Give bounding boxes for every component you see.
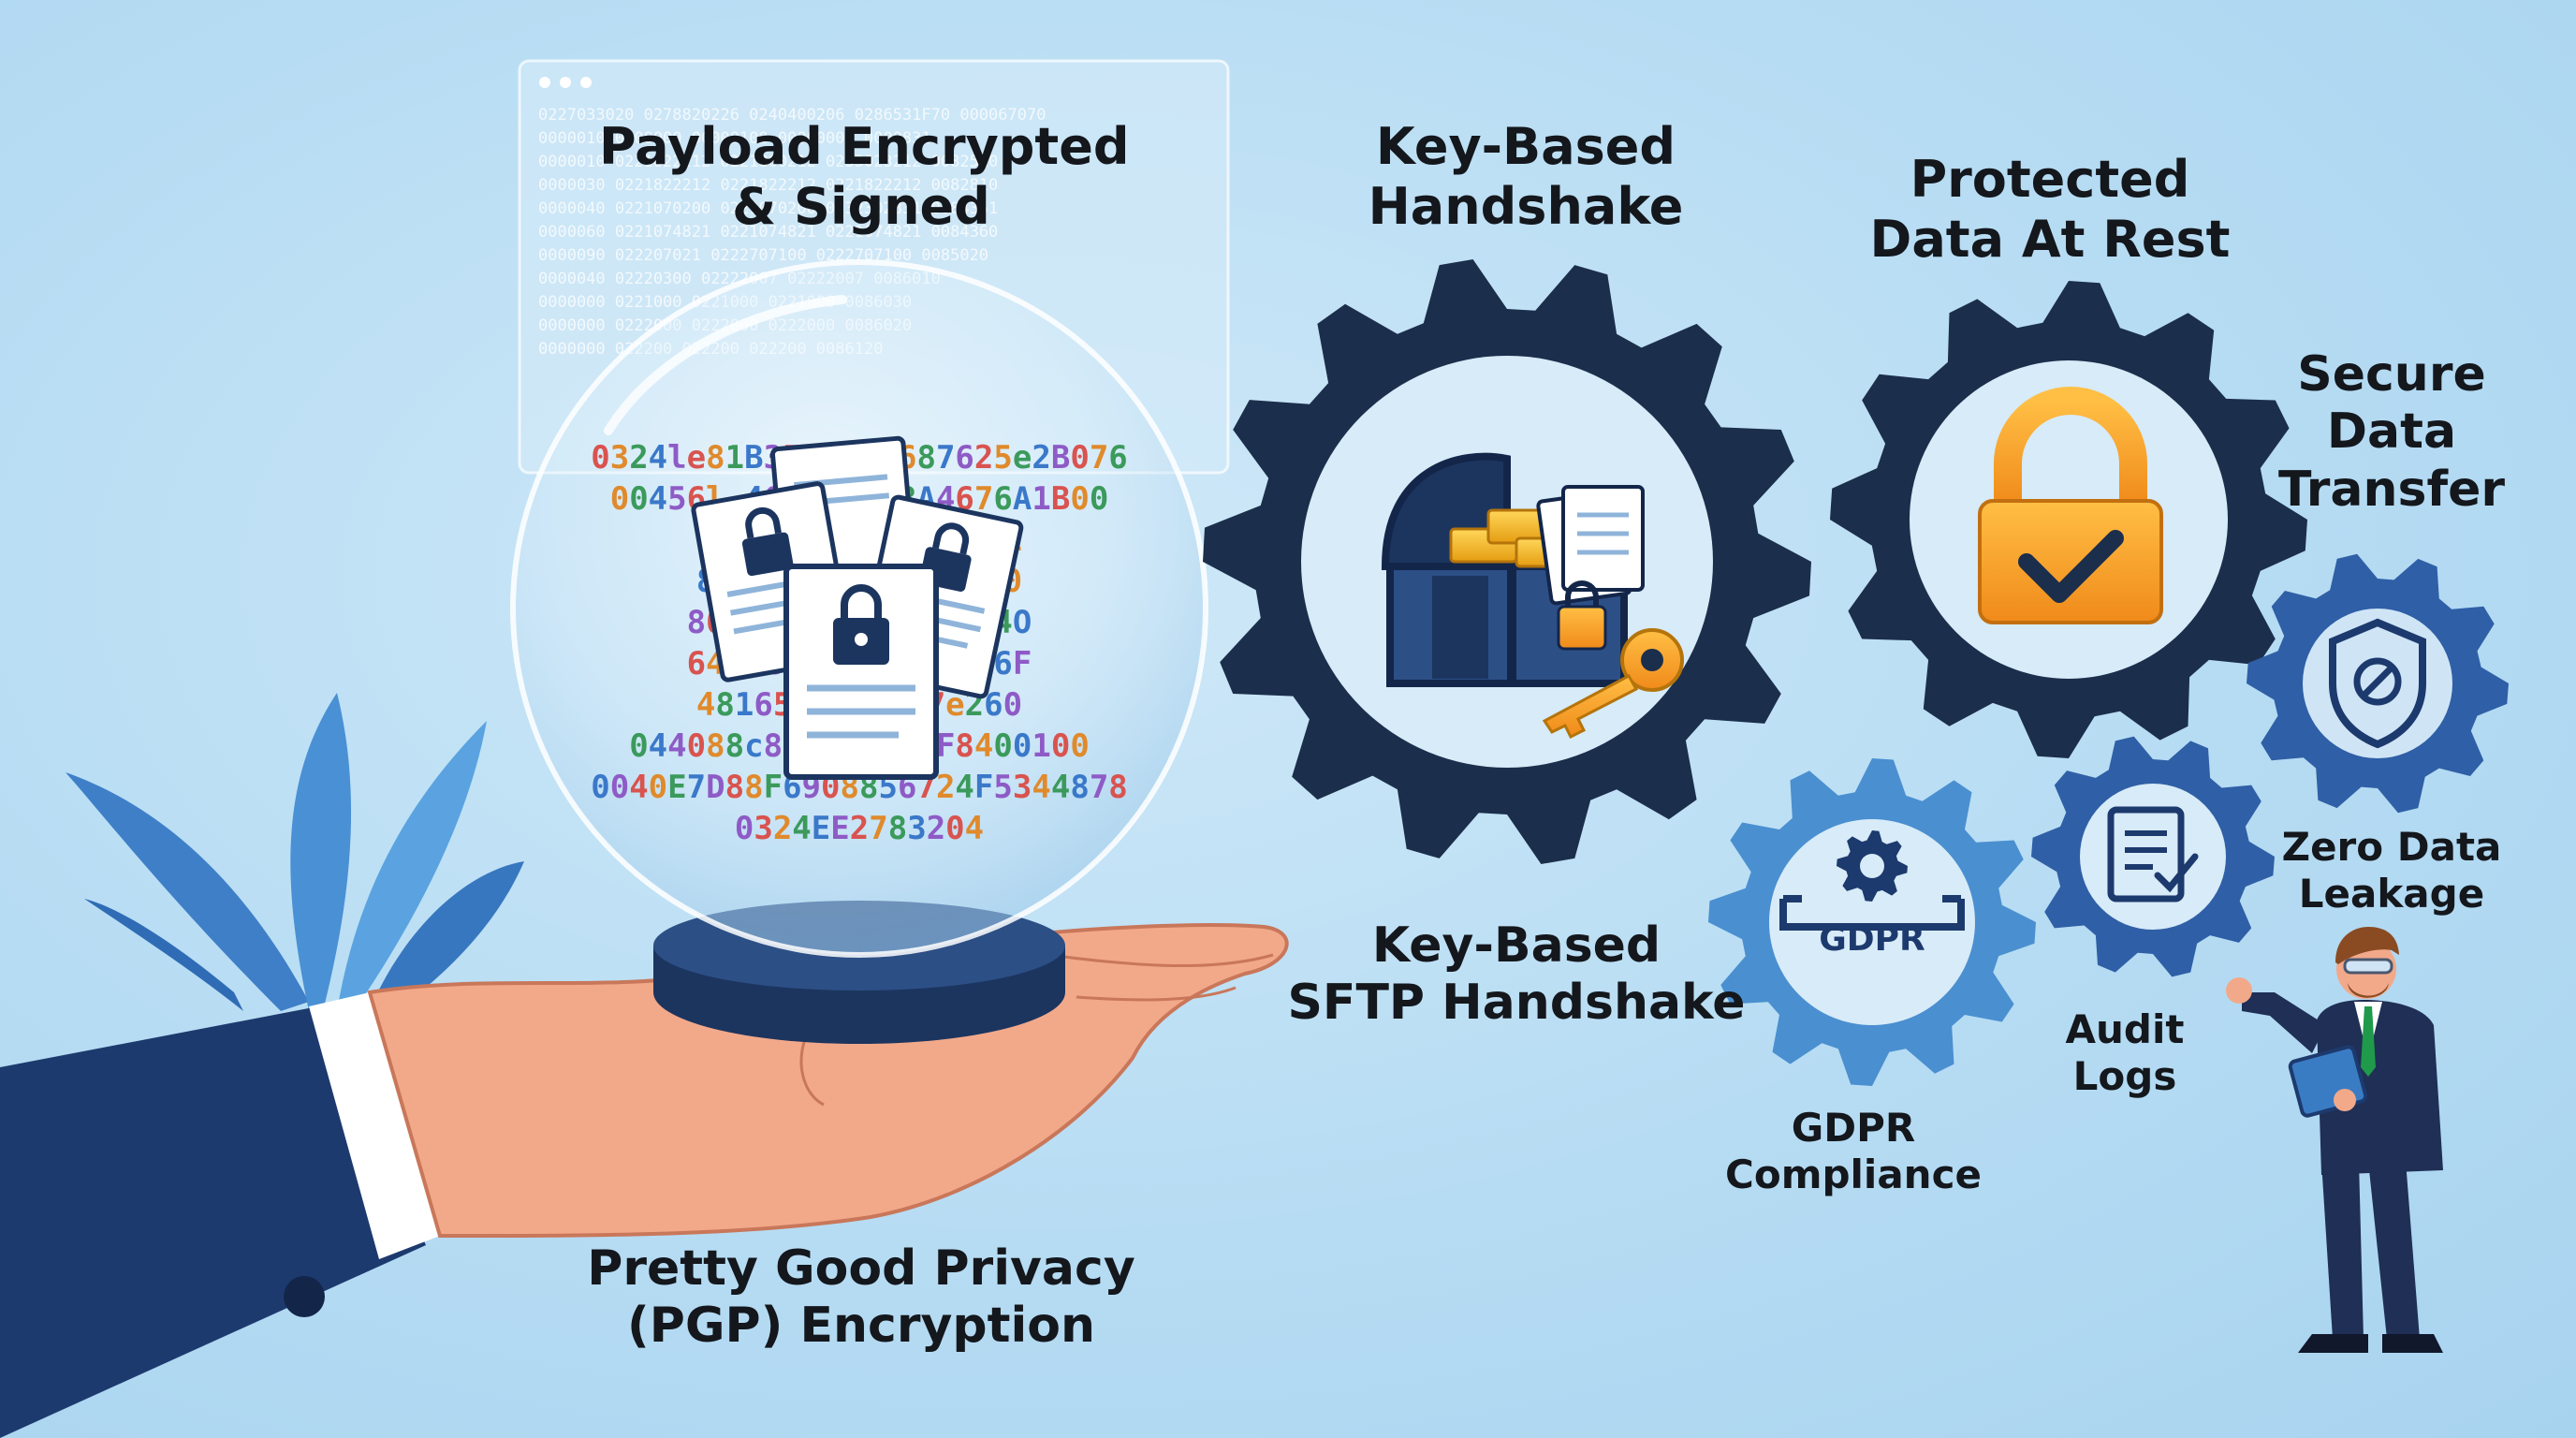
binary-row: 0000090 022207021 0222707100 0222707100 … [538,246,988,265]
binary-row: 0000010 0221822212 0221800212 0233023212… [538,153,998,171]
gear-hub [1860,854,1884,878]
binary-row: 0227033020 0278820226 0240400206 0286531… [538,106,1046,125]
audit-document-icon [2107,806,2199,902]
binary-row: 0000010 0000000 00000100 00000000 000083… [538,129,931,148]
binary-row: 0000030 0221822212 0221822212 0221822212… [538,176,998,195]
leaf-icon [66,693,524,1025]
gear-icon [1708,758,2036,1086]
tablet-icon [2288,1045,2368,1118]
gear-hub [2080,784,2226,930]
key-icon [1542,628,1684,740]
hex-line: 0324EE2783204 [735,810,984,847]
label-payload-encrypted: Payload Encrypted& Signed [599,117,1130,236]
padlock-check-icon [1978,387,2163,624]
gear-hub [1769,819,1975,1025]
chest-padlock-icon [1557,580,1607,651]
gdpr-icon: GDPR [1779,830,1965,959]
shield-block-icon [2329,618,2426,749]
businessman-icon [2226,927,2443,1353]
binary-row: 0000040 0221070200 0221070200 0232302831… [538,199,998,218]
label-pgp-encryption: Pretty Good Privacy(PGP) Encryption [587,1240,1135,1355]
gdpr-badge-text: GDPR [1819,920,1925,959]
document-lock-icon [691,435,1024,780]
binary-row: 0000060 0221074821 0221074821 0221074821… [538,223,998,242]
gear-icon [2031,736,2275,977]
sleeve [0,992,440,1438]
document-stack-icon [1536,485,1645,606]
